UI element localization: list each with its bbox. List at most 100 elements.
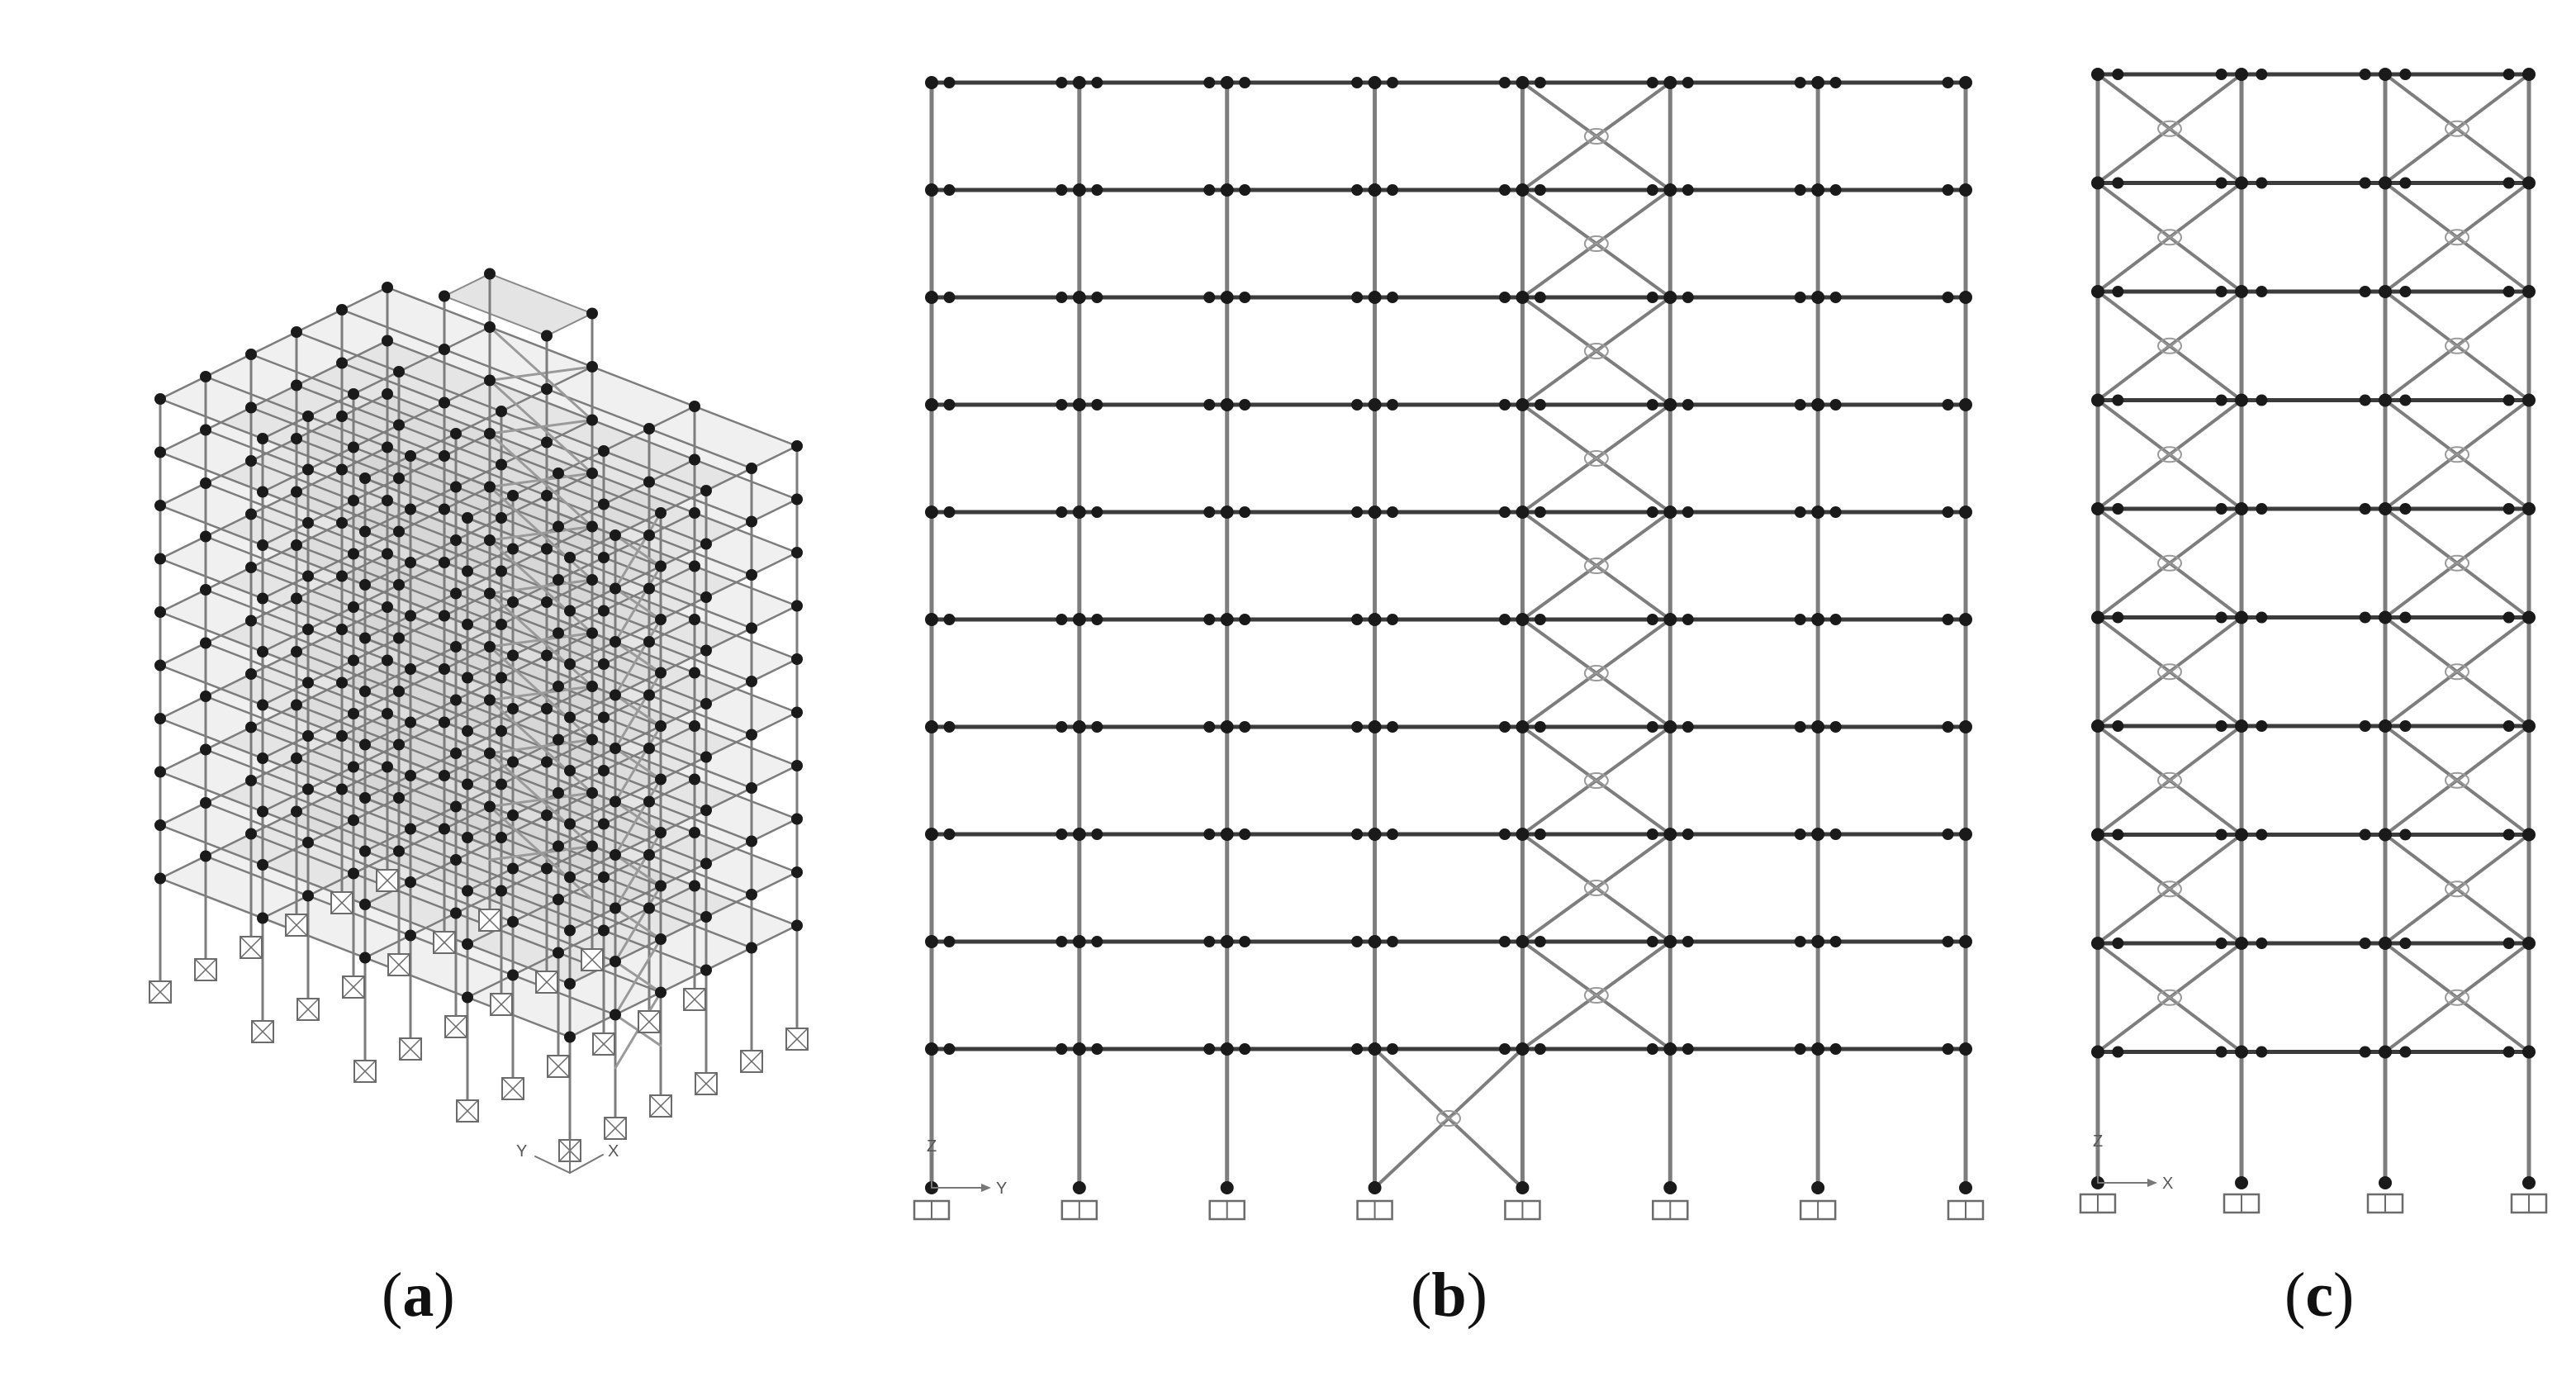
fixed-support	[387, 953, 410, 976]
joint-node	[541, 436, 553, 449]
joint-node	[2112, 69, 2124, 80]
joint-node	[359, 632, 371, 644]
brace-diagonal	[614, 960, 662, 994]
joint-node	[2256, 1046, 2268, 1058]
joint-node	[925, 935, 938, 948]
joint-node	[1203, 614, 1216, 625]
joint-node	[462, 938, 473, 950]
joint-node	[257, 646, 268, 657]
joint-node	[2379, 937, 2392, 950]
joint-node	[291, 326, 302, 338]
x-brace	[2096, 507, 2243, 619]
joint-node	[553, 787, 564, 799]
joint-node	[2522, 68, 2536, 81]
joint-node	[2379, 285, 2392, 298]
axis-label: Z	[2093, 1132, 2103, 1151]
beam	[568, 657, 799, 772]
beam	[568, 871, 799, 985]
brace-connection	[1583, 987, 1609, 1004]
x-brace	[2096, 398, 2243, 510]
joint-node	[336, 730, 348, 742]
joint-node	[2256, 69, 2268, 80]
joint-node	[689, 773, 700, 786]
brace-connection-mark	[2448, 883, 2466, 895]
fixed-support	[785, 1028, 809, 1051]
joint-node	[586, 840, 598, 852]
brace-connection	[2157, 771, 2182, 789]
joint-node	[245, 455, 257, 467]
joint-node	[450, 481, 462, 493]
joint-node	[291, 539, 302, 551]
joint-node	[2379, 502, 2392, 515]
x-brace	[1520, 940, 1672, 1051]
joint-node	[1498, 77, 1511, 88]
x-brace	[1520, 833, 1672, 943]
support-mark	[251, 1020, 274, 1043]
base-node	[2379, 1176, 2392, 1189]
joint-node	[200, 424, 211, 436]
joint-node	[1387, 1043, 1399, 1055]
joint-node	[1368, 720, 1382, 733]
beam	[568, 818, 799, 932]
joint-node	[610, 636, 621, 648]
joint-node	[336, 676, 348, 689]
joint-node	[462, 991, 473, 1004]
beam	[159, 605, 389, 720]
x-brace	[2384, 507, 2531, 619]
x-brace	[2096, 290, 2243, 402]
joint-node	[2091, 719, 2104, 733]
joint-node	[553, 733, 564, 746]
joint-node	[1072, 613, 1086, 626]
joint-node	[598, 445, 610, 457]
support-mark	[444, 1015, 467, 1038]
joint-node	[1794, 506, 1806, 518]
joint-node	[1829, 828, 1842, 840]
brace-connection	[1583, 128, 1609, 145]
joint-node	[586, 787, 598, 799]
joint-node	[496, 512, 507, 524]
label-close-paren: )	[2333, 1260, 2355, 1330]
joint-node	[1646, 292, 1658, 303]
beam	[466, 885, 696, 999]
support-mark	[581, 948, 604, 971]
fixed-support	[581, 948, 604, 971]
panel-label-a: (a)	[382, 1264, 455, 1327]
joint-node	[1203, 936, 1216, 947]
joint-node	[689, 880, 700, 892]
joint-node	[439, 770, 450, 781]
joint-node	[462, 672, 473, 684]
joint-node	[1959, 1042, 1972, 1056]
joint-node	[1387, 828, 1399, 840]
joint-node	[2399, 828, 2412, 841]
joint-node	[382, 601, 393, 613]
fixed-support	[149, 980, 172, 1004]
brace-connection-mark	[2161, 666, 2179, 677]
joint-node	[1682, 292, 1694, 303]
joint-node	[791, 600, 803, 612]
joint-node	[2502, 1046, 2515, 1058]
fixed-support	[2223, 1193, 2261, 1214]
joint-node	[564, 818, 576, 830]
joint-node	[439, 823, 450, 835]
support-mark	[353, 1060, 377, 1083]
joint-node	[1959, 720, 1972, 733]
label-letter: b	[1431, 1260, 1467, 1330]
joint-node	[336, 463, 348, 476]
joint-node	[359, 579, 371, 591]
joint-node	[1498, 399, 1511, 411]
label-close-paren: )	[434, 1260, 455, 1330]
joint-node	[2522, 610, 2536, 624]
fixed-support	[456, 1099, 479, 1123]
joint-node	[1942, 184, 1954, 196]
joint-node	[507, 543, 519, 555]
support-mark	[149, 980, 172, 1004]
joint-node	[2359, 1046, 2371, 1058]
fixed-support	[638, 1010, 661, 1033]
joint-node	[393, 472, 405, 484]
joint-node	[655, 614, 667, 625]
joint-node	[1794, 399, 1806, 411]
joint-node	[598, 605, 610, 617]
joint-node	[655, 560, 667, 572]
joint-node	[507, 916, 519, 928]
joint-node	[496, 885, 507, 897]
